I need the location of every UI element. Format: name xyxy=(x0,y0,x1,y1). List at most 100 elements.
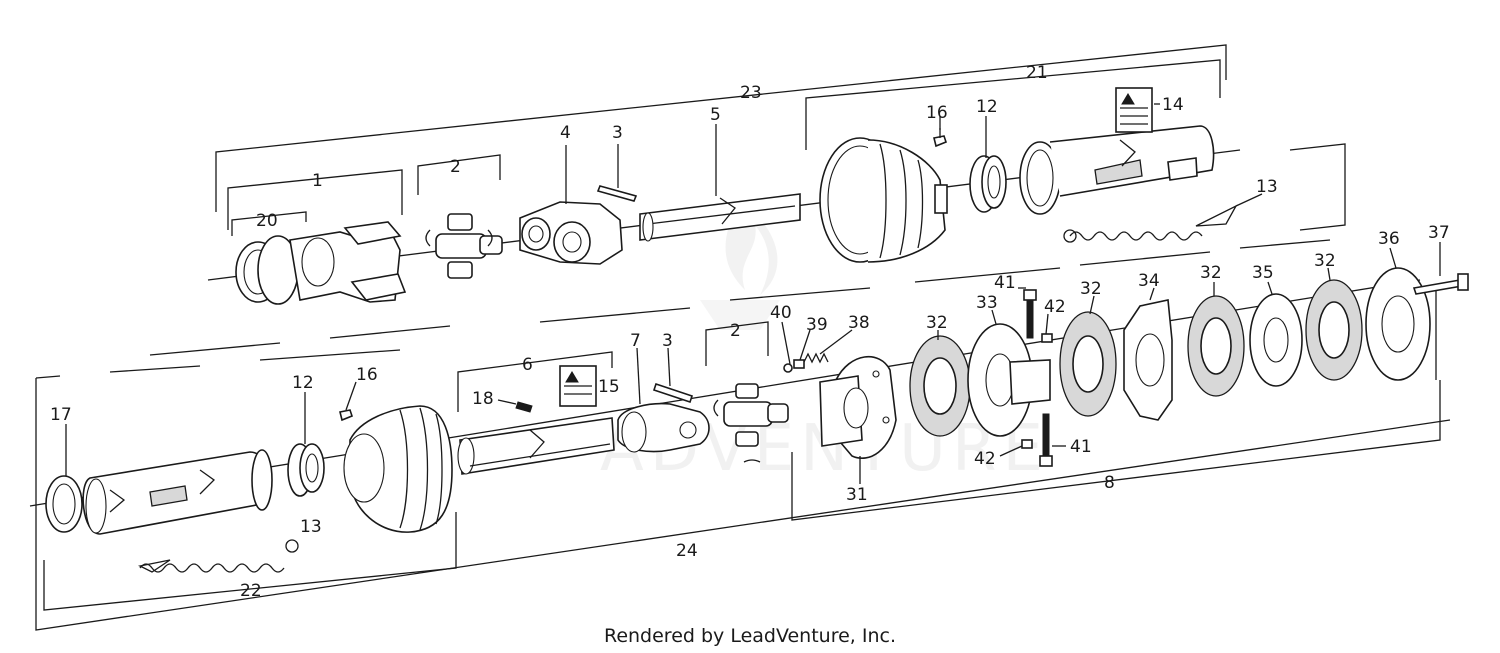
callout-32-c: 32 xyxy=(1200,263,1222,283)
callout-16-bottom: 16 xyxy=(356,365,378,385)
part-7-inner-yoke-bottom xyxy=(617,402,710,453)
bracket-1 xyxy=(227,169,403,230)
callout-32-b: 32 xyxy=(1080,279,1102,299)
callouts: 23 21 1 20 2 4 3 5 16 12 14 13 41 42 32 … xyxy=(50,63,1450,601)
callout-42-top: 42 xyxy=(1044,297,1066,317)
callout-2-top: 2 xyxy=(450,157,461,177)
callout-31: 31 xyxy=(846,485,868,505)
part-12-bearing-ring-top xyxy=(969,155,1007,213)
part-41-bolt-lower xyxy=(1039,413,1053,467)
part-18-screw xyxy=(515,401,533,413)
part-5-inner-profile-tube xyxy=(639,193,801,242)
callout-21: 21 xyxy=(1026,63,1048,83)
part-37-long-bolt xyxy=(1412,273,1469,295)
part-4-inner-yoke xyxy=(519,201,623,265)
part-17-end-cap xyxy=(45,475,83,533)
bracket-23 xyxy=(215,44,1227,212)
part-3-roll-pin-bottom xyxy=(652,382,694,404)
callout-14: 14 xyxy=(1162,95,1184,115)
part-39-pressure-pin xyxy=(793,359,805,369)
part-22-guard-tube-bottom xyxy=(82,449,273,535)
callout-5: 5 xyxy=(710,105,721,125)
leaders-top xyxy=(565,103,1263,207)
callout-2-bottom: 2 xyxy=(730,321,741,341)
bracket-right-top xyxy=(1289,143,1346,231)
callout-20: 20 xyxy=(256,211,278,231)
callout-41-bottom: 41 xyxy=(1070,437,1092,457)
part-33-flange-plate xyxy=(967,323,1051,437)
part-6-inner-profile-tube xyxy=(457,417,615,475)
callout-34: 34 xyxy=(1138,271,1160,291)
callout-4: 4 xyxy=(560,123,571,143)
part-12-bearing-ring-bottom xyxy=(287,443,325,497)
bracket-24 xyxy=(35,378,1451,631)
bracket-20 xyxy=(231,211,307,236)
part-38-spring xyxy=(803,352,829,364)
part-2-cross-journal-top xyxy=(425,213,503,279)
part-31-clutch-hub xyxy=(819,356,897,459)
part-2-cross-journal-bottom xyxy=(713,383,789,463)
callout-3-bottom: 3 xyxy=(662,331,673,351)
bracket-21 xyxy=(805,59,1221,150)
leaders-bottom xyxy=(65,242,1441,484)
part-34-pressure-plate xyxy=(1123,299,1173,421)
part-40-ball xyxy=(783,363,793,373)
part-21-shield-cone xyxy=(819,137,948,263)
part-36-end-plate xyxy=(1365,267,1431,381)
part-14-guard-tube-top xyxy=(1019,125,1215,215)
bracket-2-bottom xyxy=(705,321,769,366)
footer-credit: Rendered by LeadVenture, Inc. xyxy=(604,625,896,647)
part-14-warning-decal xyxy=(1115,87,1153,133)
part-20-bearing-ring xyxy=(235,235,299,305)
callout-12-bottom: 12 xyxy=(292,373,314,393)
callout-24: 24 xyxy=(676,541,698,561)
callout-32-a: 32 xyxy=(926,313,948,333)
part-42-nut-lower xyxy=(1021,439,1033,449)
callout-35: 35 xyxy=(1252,263,1274,283)
callout-3-top: 3 xyxy=(612,123,623,143)
callout-12-top: 12 xyxy=(976,97,998,117)
callout-15: 15 xyxy=(598,377,620,397)
bracket-22 xyxy=(43,512,457,611)
callout-13-top: 13 xyxy=(1256,177,1278,197)
callout-37: 37 xyxy=(1428,223,1450,243)
part-3-roll-pin-top xyxy=(596,185,638,202)
callout-6: 6 xyxy=(522,355,533,375)
part-15-warning-decal xyxy=(559,365,597,407)
callout-33: 33 xyxy=(976,293,998,313)
callout-40: 40 xyxy=(770,303,792,323)
callout-8: 8 xyxy=(1104,473,1115,493)
part-42-nut-upper xyxy=(1041,333,1053,343)
part-16-screw-top xyxy=(933,128,947,148)
part-1-outer-yoke xyxy=(289,221,407,303)
callout-1: 1 xyxy=(312,171,323,191)
callout-36: 36 xyxy=(1378,229,1400,249)
callout-39: 39 xyxy=(806,315,828,335)
top-row-separator xyxy=(149,239,1331,356)
callout-7: 7 xyxy=(630,331,641,351)
bracket-2-top xyxy=(417,154,501,195)
callout-32-d: 32 xyxy=(1314,251,1336,271)
part-22-shield-cone xyxy=(343,405,453,533)
callout-38: 38 xyxy=(848,313,870,333)
callout-16-top: 16 xyxy=(926,103,948,123)
part-32-friction-disc-1 xyxy=(909,335,971,437)
bottom-assembly xyxy=(29,242,1469,631)
callout-42-bottom: 42 xyxy=(974,449,996,469)
top-assembly xyxy=(149,44,1346,356)
bracket-8 xyxy=(791,380,1441,521)
part-35-hub-plate xyxy=(1249,293,1303,387)
part-32-friction-disc-3 xyxy=(1187,295,1245,397)
callout-41-top: 41 xyxy=(994,273,1016,293)
part-13-safety-chain-top xyxy=(1063,204,1238,243)
part-32-friction-disc-2 xyxy=(1059,311,1117,417)
callout-22: 22 xyxy=(240,581,262,601)
callout-18: 18 xyxy=(472,389,494,409)
callout-23: 23 xyxy=(740,83,762,103)
part-41-bolt-upper xyxy=(1023,289,1037,339)
callout-13-bottom: 13 xyxy=(300,517,322,537)
callout-17: 17 xyxy=(50,405,72,425)
part-16-screw-bottom xyxy=(339,409,353,422)
part-32-friction-disc-4 xyxy=(1305,279,1363,381)
